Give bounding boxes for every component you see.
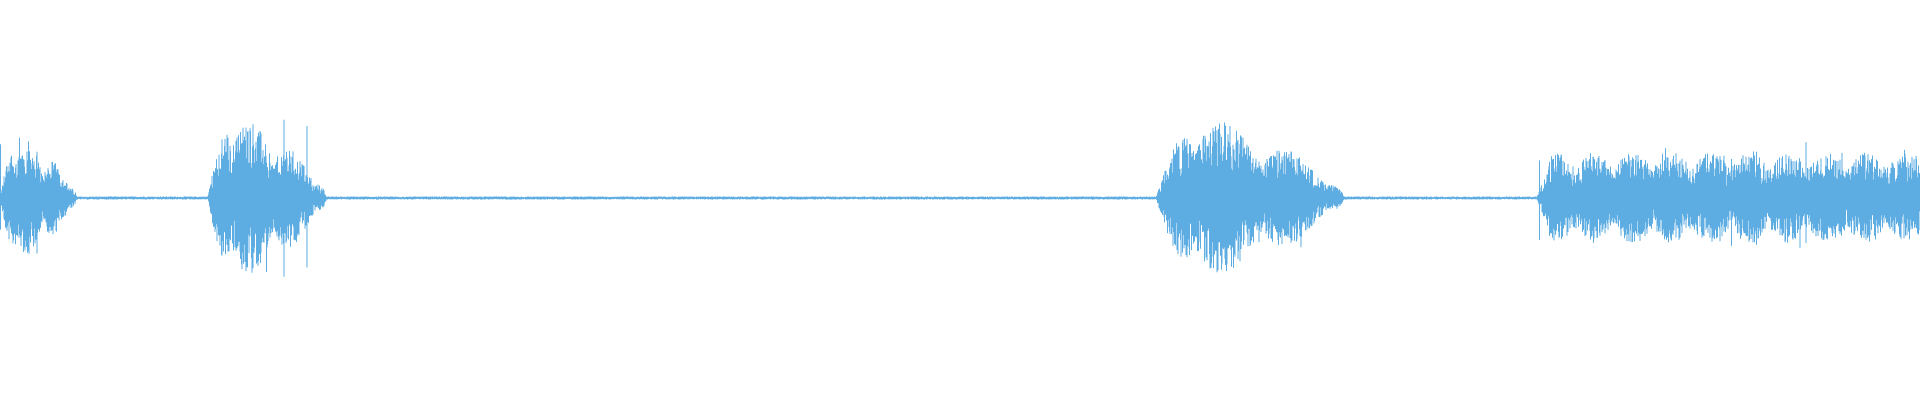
- waveform-trace: [0, 119, 1920, 277]
